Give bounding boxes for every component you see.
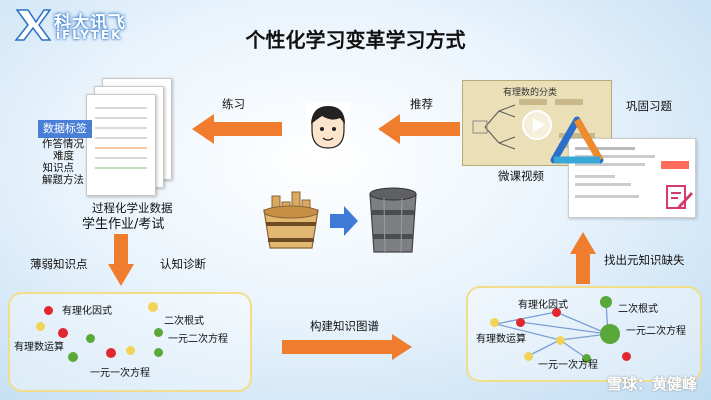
video-title: 有理数的分类: [503, 88, 558, 98]
node-linear-eq-right: 一元一次方程: [538, 360, 598, 371]
arrow-up-find-gaps: [570, 232, 596, 284]
dimension-answers: 作答情况: [42, 138, 84, 150]
dimension-method: 解题方法: [42, 174, 84, 186]
label-homework-exam: 学生作业/考试: [82, 217, 165, 232]
page-title: 个性化学习变革学习方式: [245, 28, 466, 52]
label-find-gaps: 找出元知识缺失: [604, 253, 685, 267]
node-quadratic-root-right: 二次根式: [618, 304, 658, 315]
dimension-difficulty: 难度: [53, 150, 74, 162]
dimension-knowledge: 知识点: [42, 162, 75, 174]
knowledge-dot: [516, 318, 525, 327]
knowledge-dot: [68, 352, 78, 362]
wooden-bucket-icon: [263, 191, 319, 249]
label-recommend: 推荐: [410, 97, 433, 111]
node-rational-ops: 有理数运算: [14, 342, 64, 353]
arrow-down-diagnosis: [108, 234, 134, 286]
node-quadratic-root: 二次根式: [164, 316, 204, 327]
arrow-recommend: [378, 114, 460, 144]
homework-paper-stack: [80, 78, 180, 198]
knowledge-dot: [154, 348, 163, 357]
knowledge-dot: [126, 346, 135, 355]
arrow-bucket-upgrade: [330, 206, 358, 236]
arrow-practice: [192, 114, 282, 144]
knowledge-dot: [600, 296, 612, 308]
triangle-logo-icon: [550, 116, 604, 164]
knowledge-dot: [600, 324, 620, 344]
knowledge-dot: [148, 302, 158, 312]
label-practice: 练习: [222, 97, 245, 111]
arrow-build-graph: [282, 334, 412, 360]
node-quadratic-eq: 一元二次方程: [168, 334, 228, 345]
knowledge-dot: [44, 306, 53, 315]
data-tag-label: 数据标签: [38, 120, 92, 138]
node-linear-eq: 一元一次方程: [90, 368, 150, 379]
weak-knowledge-panel: 有理化因式 二次根式 有理数运算 一元二次方程 一元一次方程: [8, 292, 252, 392]
knowledge-dot: [490, 318, 499, 327]
knowledge-dot: [86, 334, 95, 343]
knowledge-dot: [556, 336, 565, 345]
knowledge-graph-panel: 有理化因式 二次根式 有理数运算 一元二次方程 一元一次方程: [466, 286, 702, 382]
knowledge-graph-edges: [495, 301, 609, 359]
node-rational-ops-right: 有理数运算: [476, 334, 526, 345]
knowledge-dot: [552, 308, 561, 317]
node-quadratic-eq-right: 一元二次方程: [626, 326, 686, 337]
label-micro-video: 微课视频: [498, 169, 544, 183]
knowledge-dot: [582, 354, 591, 363]
watermark: 雪球：黄健峰: [606, 375, 697, 393]
label-build-graph: 构建知识图谱: [310, 319, 379, 333]
iflytek-logo-icon: [14, 9, 52, 41]
label-consolidate: 巩固习题: [626, 99, 672, 113]
exercise-sheet-graphic: [575, 147, 689, 198]
metal-bucket-icon: [369, 187, 417, 253]
node-factoring-right: 有理化因式: [518, 300, 568, 311]
knowledge-dot: [36, 322, 45, 331]
knowledge-dot: [524, 352, 533, 361]
label-cognitive-diagnosis: 认知诊断: [160, 257, 206, 271]
student-avatar-icon: [306, 102, 350, 154]
label-process-data: 过程化学业数据: [92, 201, 173, 215]
knowledge-dot: [106, 348, 116, 358]
brand-name-en: iFLYTEK: [56, 28, 123, 42]
knowledge-dot: [58, 328, 68, 338]
data-tag-dimensions: 作答情况 难度 知识点 解题方法: [42, 138, 84, 186]
node-factoring: 有理化因式: [62, 306, 112, 317]
knowledge-dot: [154, 328, 163, 337]
brand-name-cn: 科大讯飞: [54, 13, 126, 33]
label-weak-points: 薄弱知识点: [30, 257, 88, 271]
knowledge-dot: [622, 352, 631, 361]
video-content-graphic: [472, 99, 595, 150]
edit-document-icon: [666, 185, 693, 209]
